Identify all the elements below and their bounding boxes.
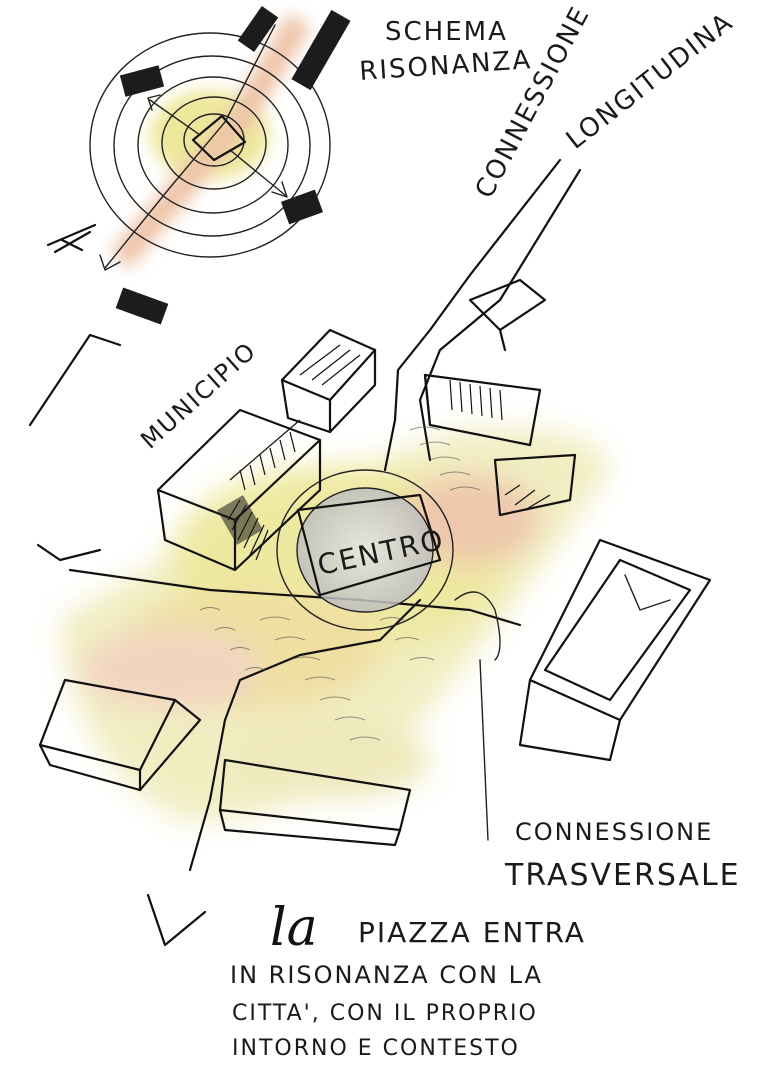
connessione-trasversale-label-2: TRASVERSALE — [504, 858, 741, 893]
schema-block-left — [120, 65, 164, 97]
caption-line3: CITTA', CON IL PROPRIO — [232, 1001, 538, 1026]
schema-subtitle: RISONANZA — [358, 45, 533, 87]
schema-block-lowleft — [48, 225, 95, 252]
longitudinal-path-edge — [420, 170, 580, 460]
connessione-trasversale-label: CONNESSIONE — [515, 818, 713, 846]
building-upper-right — [425, 280, 545, 445]
municipio-label: MUNICIPIO — [135, 336, 262, 454]
left-stroke — [30, 335, 120, 425]
schema-block-right — [281, 190, 323, 225]
schema-block-bottom — [116, 287, 169, 324]
left-edge-stroke — [38, 545, 100, 560]
schema-title: SCHEMA — [385, 17, 508, 47]
transversal-lower-line — [480, 660, 488, 840]
caption-line4: INTORNO E CONTESTO — [232, 1036, 520, 1061]
caption-line2: IN RISONANZA CON LA — [230, 961, 543, 989]
caption-line1-prefix: la — [270, 898, 318, 958]
resonance-schema — [48, 6, 351, 324]
caption-line1: PIAZZA ENTRA — [358, 916, 586, 949]
building-right-large — [520, 540, 710, 760]
south-arrow — [148, 895, 205, 945]
caption: la PIAZZA ENTRA IN RISONANZA CON LA CITT… — [230, 898, 586, 1061]
building-upper-middle — [282, 330, 375, 432]
